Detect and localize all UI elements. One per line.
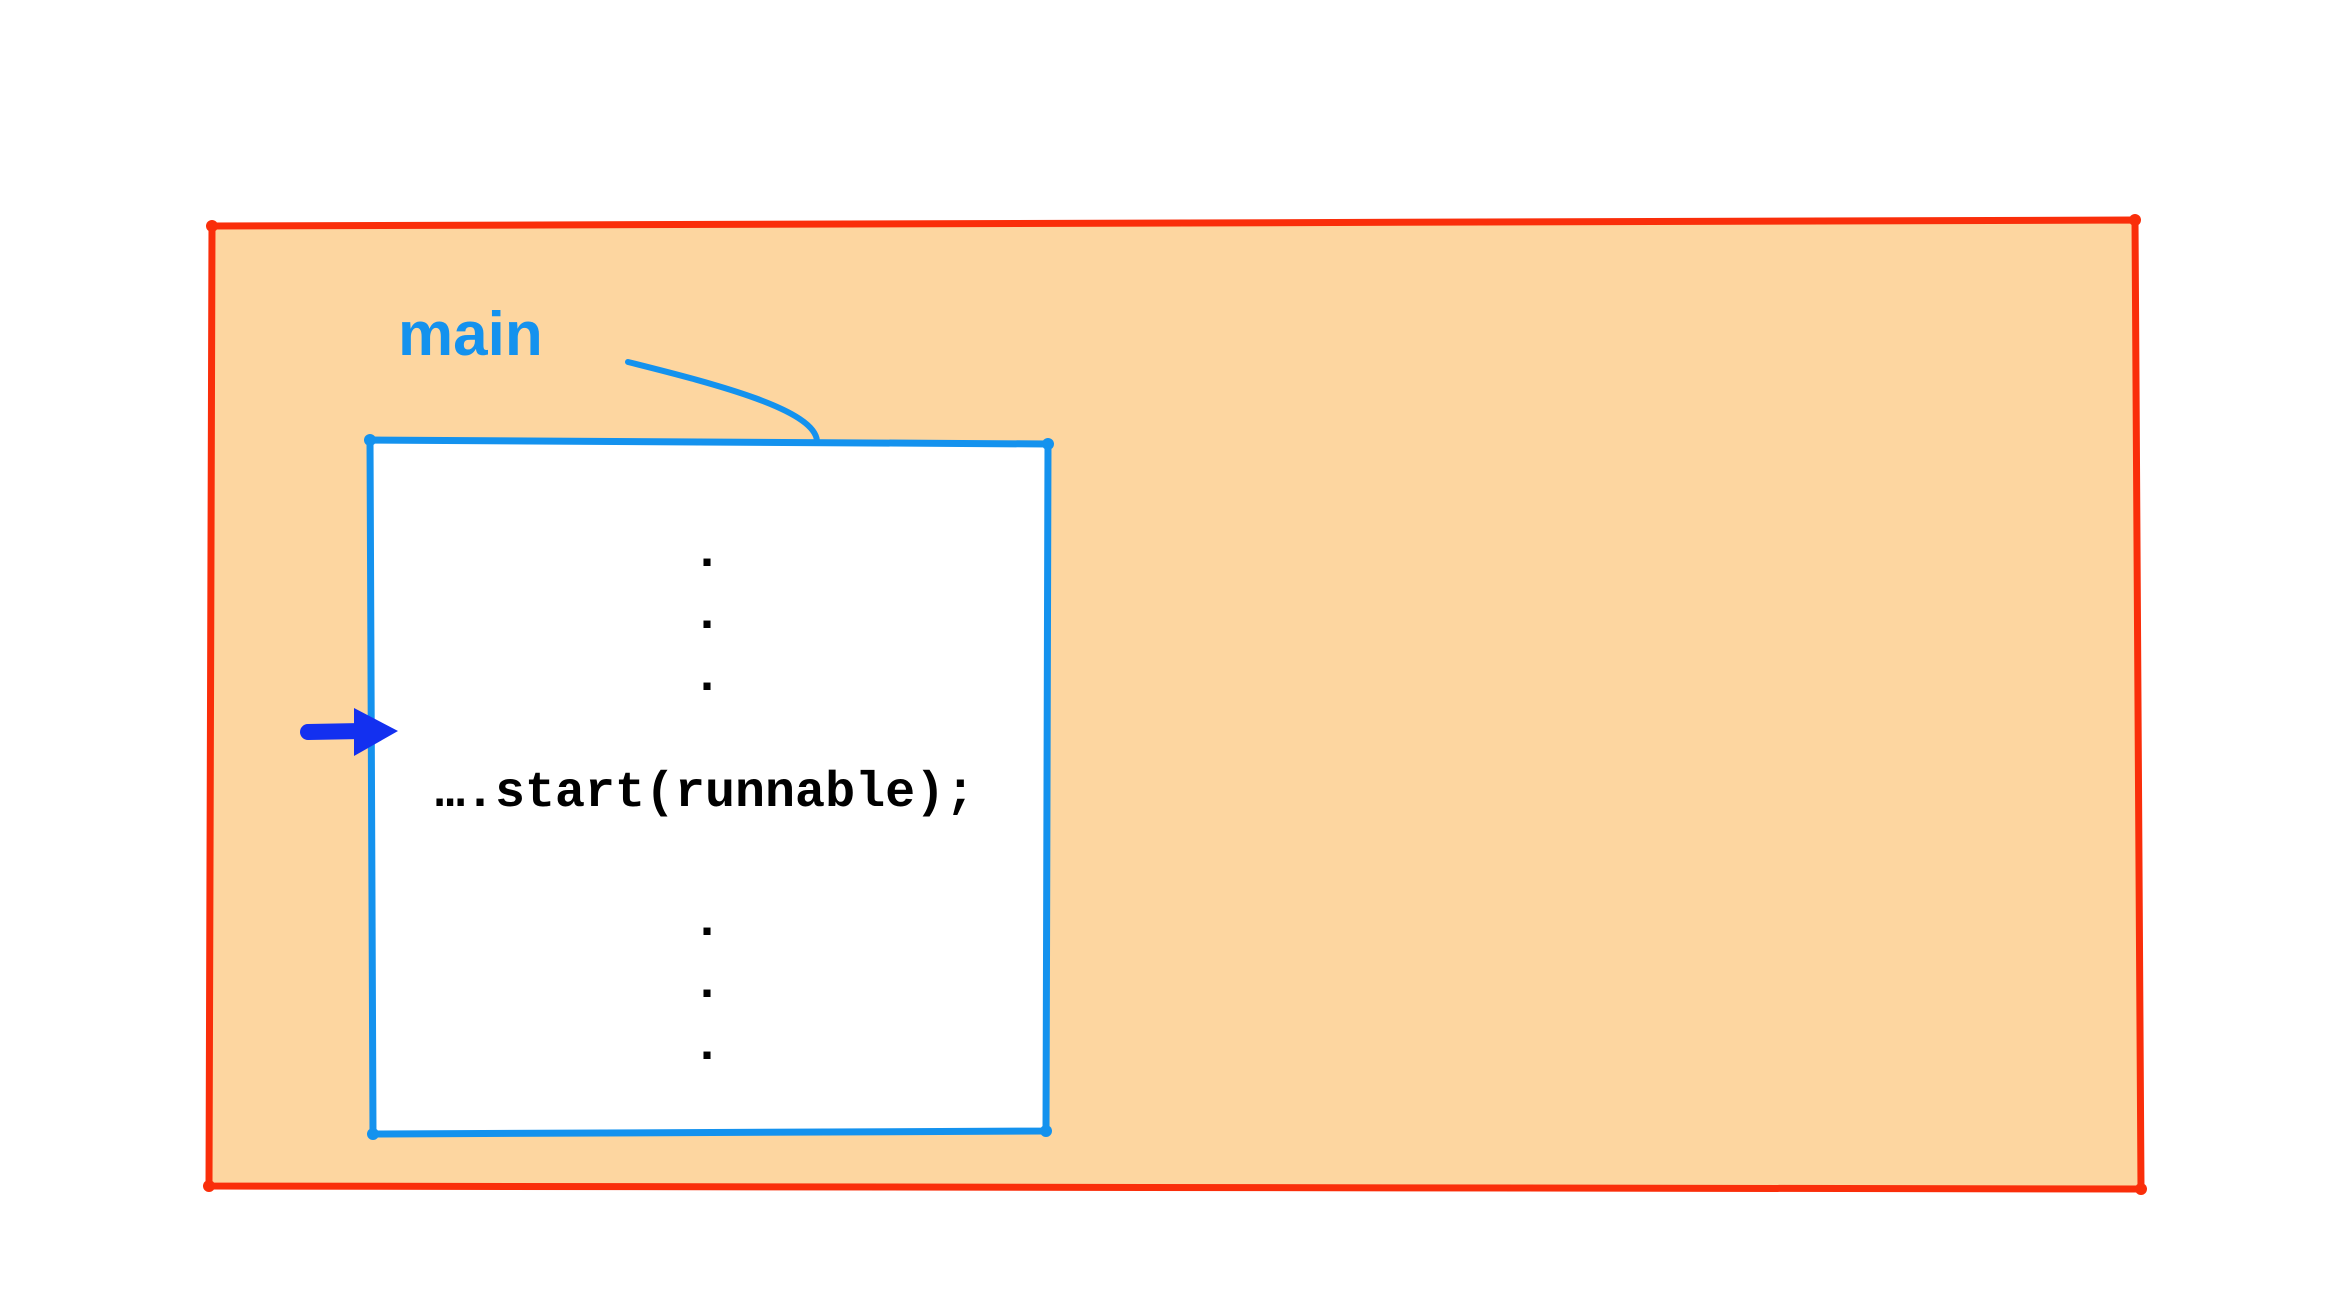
right-arrow-icon — [300, 708, 398, 756]
code-line-ellipsis: . — [692, 1018, 722, 1075]
code-line-ellipsis: . — [692, 587, 722, 644]
thread-label: main — [398, 300, 543, 369]
code-lines-below: . . . — [692, 894, 722, 1075]
thread-box-fill — [370, 440, 1048, 1134]
pointer-arrow-shaft — [300, 723, 370, 740]
thread-label-leader — [625, 359, 820, 444]
code-line-ellipsis: . — [692, 894, 722, 951]
code-line-ellipsis: . — [692, 956, 722, 1013]
code-lines-above: . . . — [692, 525, 722, 706]
process-box-corner-marks — [203, 214, 2147, 1195]
thread-box-corner-marks — [364, 434, 1054, 1140]
pointer-arrow-head — [354, 708, 398, 756]
thread-box — [364, 434, 1054, 1140]
code-line-ellipsis: . — [692, 649, 722, 706]
current-code-line: ….start(runnable); — [435, 765, 975, 822]
code-line-ellipsis: . — [692, 525, 722, 582]
